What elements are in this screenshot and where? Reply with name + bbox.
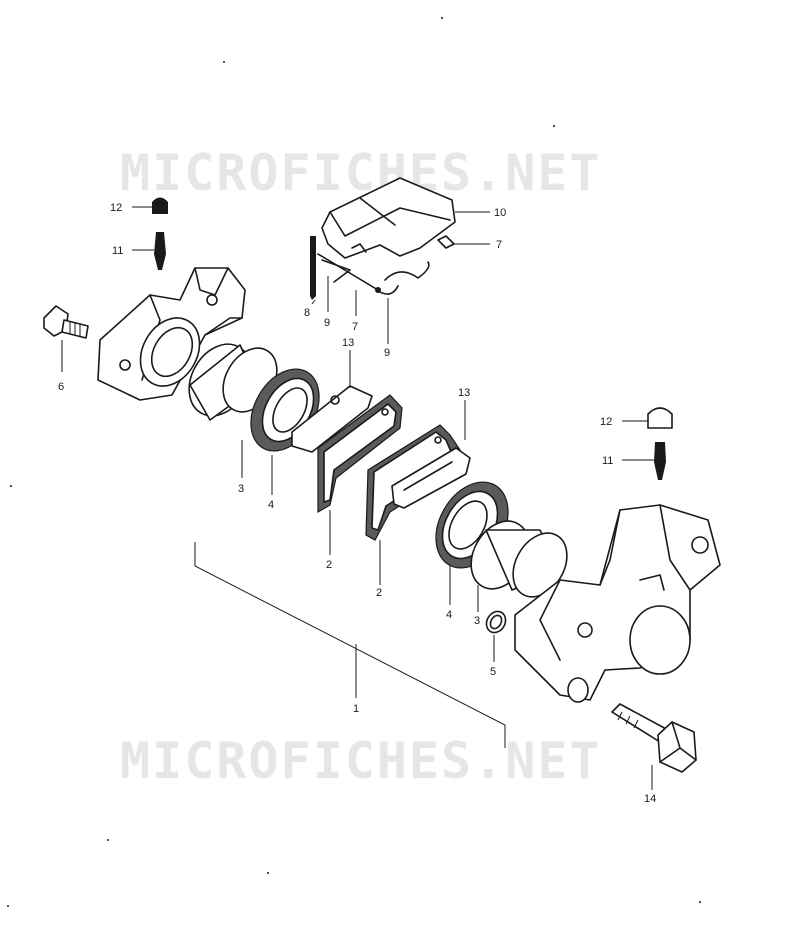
callout-4-right: 4 [446,609,452,621]
callout-13-right: 13 [458,387,470,399]
bolt-14 [611,703,697,773]
shim-13-right [391,447,471,509]
callout-6: 6 [58,381,64,393]
bleeder-11-left [154,232,166,270]
callout-9-right: 9 [384,347,390,359]
callout-1: 1 [353,703,359,715]
caliper-body-right [514,504,721,703]
cap-12-right [647,407,673,429]
callout-4-left: 4 [268,499,274,511]
watermark-bottom: MICROFICHES.NET [120,732,602,790]
callout-11-right: 11 [602,455,613,467]
pad-2-left [317,394,403,514]
pad-pin-8 [310,236,316,300]
callout-2-left: 2 [326,559,332,571]
callout-14: 14 [644,793,656,805]
callout-10: 10 [494,207,506,219]
pad-spring-9 [321,243,430,295]
callout-7-top: 7 [496,239,502,251]
callout-3-left: 3 [238,483,244,495]
watermark-top: MICROFICHES.NET [120,144,602,202]
cap-12-left [152,197,168,214]
callout-11-left: 11 [112,245,123,257]
callout-9-left: 9 [324,317,330,329]
assembly-bracket [194,542,506,748]
leader-lines [61,206,654,790]
bolt-6 [43,305,89,339]
callout-12-left: 12 [110,202,122,214]
callout-labels: 12 11 6 8 9 7 9 10 7 13 13 3 4 2 2 4 3 5… [58,202,656,805]
callout-3-right: 3 [474,615,480,627]
callout-8: 8 [304,307,310,319]
piston-3-right [470,520,568,598]
bleeder-11-right [654,442,666,480]
o-ring-5 [485,610,507,634]
callout-5: 5 [490,666,496,678]
caliper-body-left [97,267,246,401]
piston-3-left [188,343,278,421]
callout-7-bottom: 7 [352,321,358,333]
callout-2-right: 2 [376,587,382,599]
scan-specks [7,17,701,907]
pad-cover-10 [321,177,456,259]
callout-13-left: 13 [342,337,354,349]
callout-12-right: 12 [600,416,612,428]
